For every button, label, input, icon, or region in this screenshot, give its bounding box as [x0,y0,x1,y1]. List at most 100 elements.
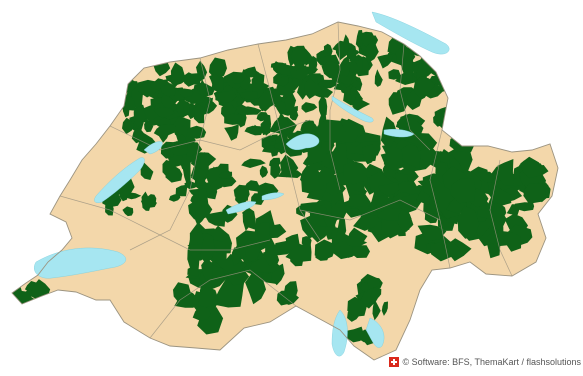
highlighted-area [215,90,237,103]
highlighted-area [122,117,135,135]
highlighted-area [329,142,348,175]
canton-borders [59,22,513,339]
lake [143,141,163,155]
highlighted-area [362,144,376,165]
highlighted-area [310,55,318,73]
highlighted-area [259,165,268,178]
highlighted-area [198,286,219,311]
highlighted-area [235,104,250,116]
highlighted-area [343,34,350,53]
highlighted-area [204,210,226,227]
attribution[interactable]: © Software: BFS, ThemaKart / flashsoluti… [389,357,581,367]
lake [261,192,285,201]
highlighted-area [304,78,323,99]
highlighted-area [170,141,188,156]
highlighted-area [232,76,246,85]
highlighted-area [490,201,507,230]
highlighted-municipalities [12,30,558,346]
lake [94,157,145,203]
highlighted-area [430,241,460,262]
highlighted-area [122,206,134,217]
highlighted-area [270,85,296,97]
highlighted-area [160,84,176,97]
highlighted-area [224,124,239,141]
highlighted-area [153,106,175,118]
highlighted-area [126,192,142,200]
highlighted-area [345,236,368,247]
highlighted-area [340,84,351,96]
highlighted-area [209,74,220,86]
highlighted-area [376,208,406,221]
highlighted-area [284,95,295,116]
highlighted-area [360,281,369,293]
highlighted-area [370,287,382,299]
lake [285,133,320,150]
highlighted-area [168,193,181,202]
highlighted-area [256,112,269,122]
highlighted-area [377,54,393,69]
highlighted-area [170,62,185,88]
highlighted-area [346,326,364,343]
lake [331,95,374,123]
highlighted-area [140,199,157,209]
highlighted-area [351,245,370,258]
highlighted-area [290,48,308,71]
highlighted-area [278,76,289,87]
highlighted-area [331,202,348,220]
highlighted-area [182,102,190,114]
highlighted-area [306,189,326,201]
highlighted-area [235,185,250,207]
highlighted-area [239,91,258,100]
highlighted-area [165,163,183,183]
highlighted-area [177,88,194,98]
canton-border [329,22,341,191]
highlighted-area [198,79,206,99]
highlighted-area [175,184,188,197]
highlighted-area [300,164,327,198]
highlighted-area [184,72,195,87]
highlighted-area [140,162,154,180]
highlighted-area [418,148,439,162]
highlighted-area [208,57,227,79]
country-border [11,21,559,361]
highlighted-area [318,166,336,186]
highlighted-area [388,69,401,80]
highlighted-area [174,287,200,308]
highlighted-area [224,113,243,125]
highlighted-area [417,224,447,242]
lakes-layer [34,11,450,357]
highlighted-area [198,188,208,203]
highlighted-area [201,258,213,281]
canton-border [129,57,211,251]
highlighted-area [321,60,343,79]
highlighted-area [346,208,361,216]
highlighted-area [231,247,241,266]
highlighted-area [401,144,421,169]
highlighted-area [347,296,367,317]
highlighted-area [343,161,369,185]
highlighted-area [200,233,215,265]
canton-border [299,199,441,221]
highlighted-area [523,183,547,204]
highlighted-area [497,159,514,186]
highlighted-area [254,83,270,90]
lake [383,129,415,138]
highlighted-area [501,232,522,252]
highlighted-area [397,209,412,231]
canton-border [399,43,431,151]
highlighted-area [345,194,365,208]
highlighted-area [450,178,476,204]
highlighted-area [193,104,205,124]
highlighted-area [228,269,250,286]
highlighted-area [403,57,414,84]
canton-border [257,43,321,241]
highlighted-area [241,158,266,168]
attribution-text: © Software: BFS, ThemaKart / flashsoluti… [402,357,581,367]
canton-border [489,159,513,277]
highlighted-area [276,290,288,306]
highlighted-area [309,204,330,231]
highlighted-area [153,124,179,138]
highlighted-area [192,305,211,321]
